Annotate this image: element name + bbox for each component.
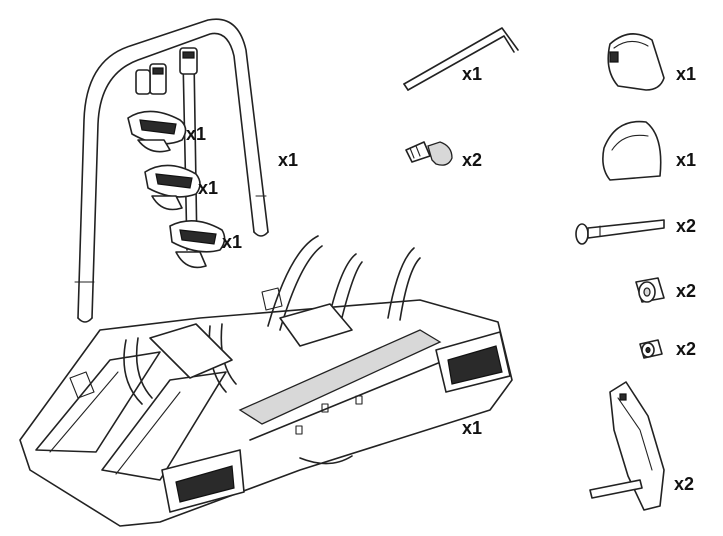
quantity-label-washer-nut: x2 bbox=[676, 339, 696, 359]
quantity-label-wheel-holder-2: x1 bbox=[198, 178, 218, 198]
loading-ramp-illustration bbox=[74, 18, 269, 323]
quantity-label-wheel-holder-1: x1 bbox=[186, 124, 206, 144]
quantity-label-hex-key: x1 bbox=[462, 64, 482, 84]
bike-carrier-base-illustration bbox=[19, 235, 513, 527]
hex-key-illustration bbox=[403, 27, 519, 91]
end-cap-small-illustration bbox=[607, 33, 665, 91]
bolt-illustration bbox=[575, 219, 665, 245]
quantity-label-frame-holder-arm: x2 bbox=[674, 474, 694, 494]
wheel-holder-stack bbox=[127, 47, 226, 269]
lock-key-illustration bbox=[405, 141, 453, 166]
quantity-label-end-cap-large: x1 bbox=[676, 150, 696, 170]
quantity-label-loading-ramp: x1 bbox=[278, 150, 298, 170]
quantity-label-lock-key: x2 bbox=[462, 150, 482, 170]
frame-holder-arm-illustration bbox=[589, 381, 665, 511]
spacer-illustration bbox=[635, 277, 665, 303]
quantity-label-carrier-base: x1 bbox=[462, 418, 482, 438]
quantity-label-spacer: x2 bbox=[676, 281, 696, 301]
quantity-label-wheel-holder-3: x1 bbox=[222, 232, 242, 252]
quantity-label-bolt: x2 bbox=[676, 216, 696, 236]
washer-nut-illustration bbox=[639, 339, 663, 359]
end-cap-large-illustration bbox=[602, 120, 662, 181]
quantity-label-end-cap-small: x1 bbox=[676, 64, 696, 84]
